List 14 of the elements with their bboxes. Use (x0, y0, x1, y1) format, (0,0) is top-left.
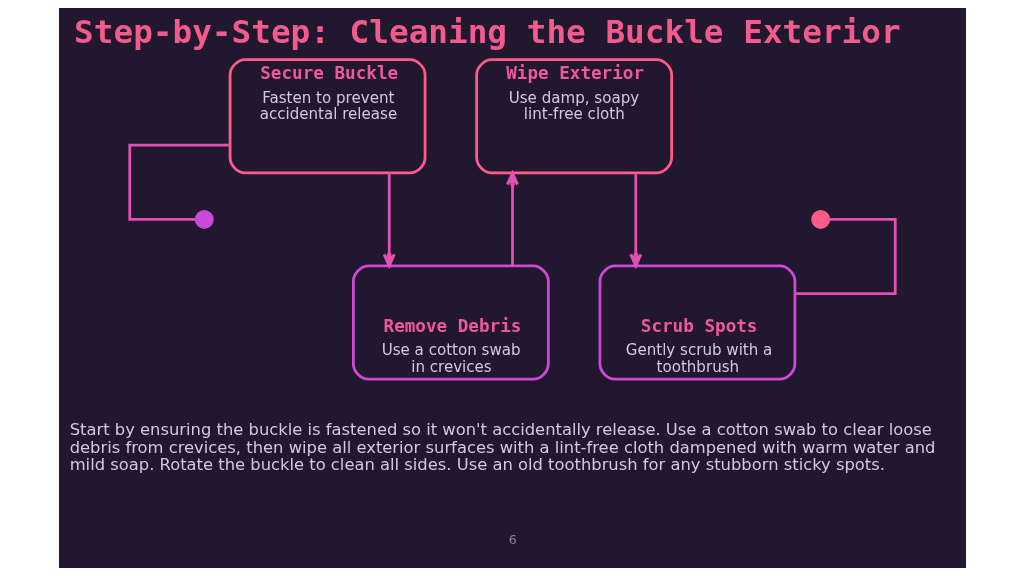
connector (794, 218, 897, 296)
node-circle (810, 210, 830, 229)
diagram-title: Step-by-Step: Cleaning the Buckle Exterior (73, 13, 901, 52)
label: 6 (508, 532, 517, 547)
node-box: Remove Debris Use a cotton swab in crevices (351, 264, 550, 381)
node-box: Wipe Exterior Use damp, soapy lint-free cloth (474, 58, 673, 175)
label: Start by ensuring the buckle is fastened so it won't accidentally release. Use a cotton swab to clear loose debris from crevices, then wipe all exterior surfaces with a lint-free cloth dampened with warm water and mild soap. Rotate the buckle to clean all sides. Use an old toothbrush for any stubborn sticky spots. (69, 420, 935, 475)
arrow (505, 171, 519, 266)
arrow (628, 173, 642, 268)
node-box: Scrub Spots Gently scrub with a toothbrush (598, 264, 796, 381)
connector (127, 143, 230, 221)
node-circle (194, 210, 214, 229)
node-box: Secure Buckle Fasten to prevent accidental release (228, 58, 426, 175)
arrow (382, 173, 396, 268)
